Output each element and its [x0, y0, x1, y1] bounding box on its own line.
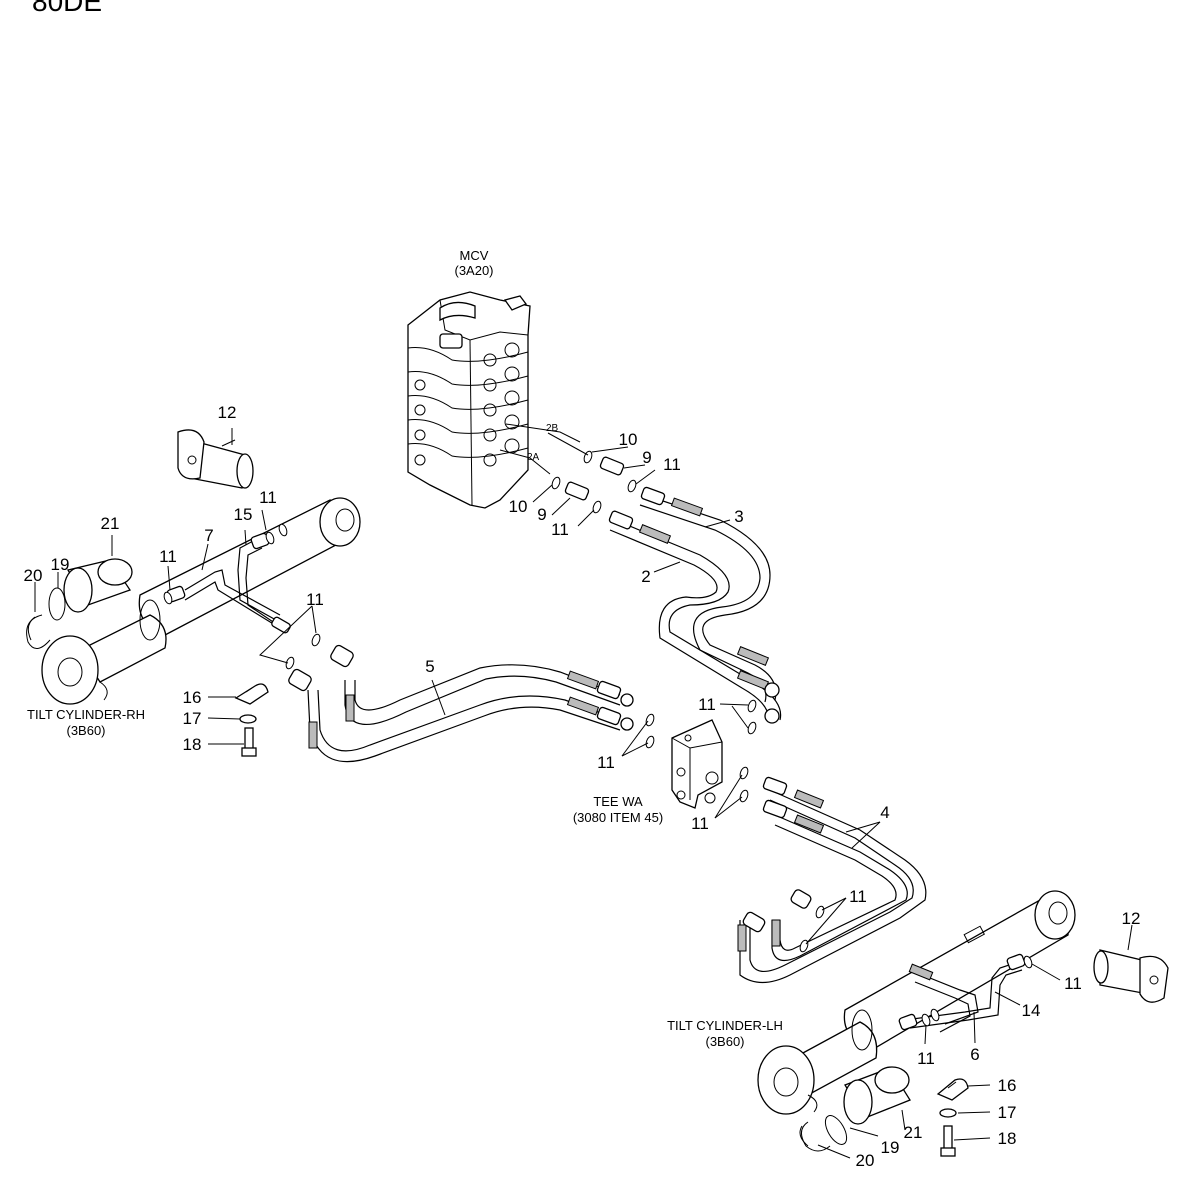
adapter-fitting-lower [564, 481, 590, 501]
callout-label: 6 [970, 1045, 979, 1064]
callout-label: 11 [663, 455, 681, 474]
pin-12-lh [1093, 949, 1169, 1003]
oring-19-rh [48, 587, 66, 621]
mcv-caption: MCV [460, 248, 489, 263]
callout-label: 11 [917, 1049, 935, 1068]
callout-label: 12 [1122, 909, 1141, 928]
hose-5 [288, 644, 634, 763]
callout-label: 15 [234, 505, 253, 524]
callout-label: 5 [425, 657, 434, 676]
callout-numbers: 12 21 20 19 11 7 15 11 11 16 17 18 10 9 … [24, 403, 1141, 1170]
bolt-18-rh [241, 727, 257, 757]
callout-label: 16 [998, 1076, 1017, 1095]
washer-17-rh [239, 714, 257, 724]
tube-15-rh [237, 532, 291, 634]
leader-lines [34, 428, 1133, 1159]
tee-block [671, 719, 723, 809]
tee-caption-ref: (3080 ITEM 45) [573, 810, 663, 825]
callout-label: 11 [849, 887, 867, 906]
tube-14-lh [904, 953, 1026, 1029]
tube-6-lh [898, 963, 979, 1033]
bushing-21-lh [843, 1066, 911, 1125]
callout-label: 11 [159, 547, 177, 566]
hose-4 [737, 776, 927, 984]
mcv-caption-ref: (3A20) [454, 263, 493, 278]
page-title: 80DE [32, 0, 103, 17]
callout-label: 19 [51, 555, 70, 574]
callout-label: 18 [998, 1129, 1017, 1148]
port-2a-label: 2A [527, 452, 540, 463]
callout-label: 11 [306, 590, 324, 609]
pin-12-rh [177, 429, 254, 489]
mcv-valve-block [407, 291, 531, 509]
bolt-18-lh [940, 1125, 956, 1157]
callout-label: 20 [856, 1151, 875, 1170]
callout-label: 11 [1064, 974, 1082, 993]
tilt-cylinder-lh [757, 890, 1076, 1115]
callout-label: 12 [218, 403, 237, 422]
callout-label: 11 [691, 814, 709, 833]
tilt-cylinder-lh-caption: TILT CYLINDER-LH [667, 1018, 783, 1033]
callout-label: 14 [1022, 1001, 1041, 1020]
snap-ring-20-rh [26, 614, 51, 649]
callout-label: 21 [904, 1123, 923, 1142]
bushing-21-rh [63, 558, 133, 613]
callout-label: 17 [183, 709, 202, 728]
callout-label: 10 [619, 430, 638, 449]
oring-19-lh [824, 1115, 848, 1145]
callout-label: 16 [183, 688, 202, 707]
tilt-cylinder-rh-caption: TILT CYLINDER-RH [27, 707, 145, 722]
callout-label: 2 [641, 567, 650, 586]
adapter-fitting-upper [599, 456, 625, 476]
callout-label: 10 [509, 497, 528, 516]
callout-label: 7 [204, 526, 213, 545]
callout-label: 18 [183, 735, 202, 754]
hose-3 [639, 486, 777, 703]
tilt-cylinder-rh-caption-ref: (3B60) [66, 723, 105, 738]
tilt-cylinder-lh-caption-ref: (3B60) [705, 1034, 744, 1049]
port-2b-label: 2B [546, 423, 559, 434]
callout-label: 3 [734, 507, 743, 526]
snap-ring-20-lh [801, 1121, 831, 1152]
callout-label: 11 [259, 488, 277, 507]
hose-2 [608, 510, 782, 724]
callout-label: 20 [24, 566, 43, 585]
tee-caption: TEE WA [593, 794, 643, 809]
clamp-16-lh [936, 1078, 969, 1101]
clamp-16-rh [234, 683, 269, 705]
washer-17-lh [939, 1108, 957, 1118]
callout-label: 4 [880, 803, 889, 822]
callout-label: 21 [101, 514, 120, 533]
callout-label: 11 [551, 520, 569, 539]
callout-label: 17 [998, 1103, 1017, 1122]
callout-label: 19 [881, 1138, 900, 1157]
callout-label: 9 [537, 505, 546, 524]
callout-label: 11 [698, 695, 716, 714]
callout-label: 11 [597, 753, 615, 772]
callout-label: 9 [642, 448, 651, 467]
